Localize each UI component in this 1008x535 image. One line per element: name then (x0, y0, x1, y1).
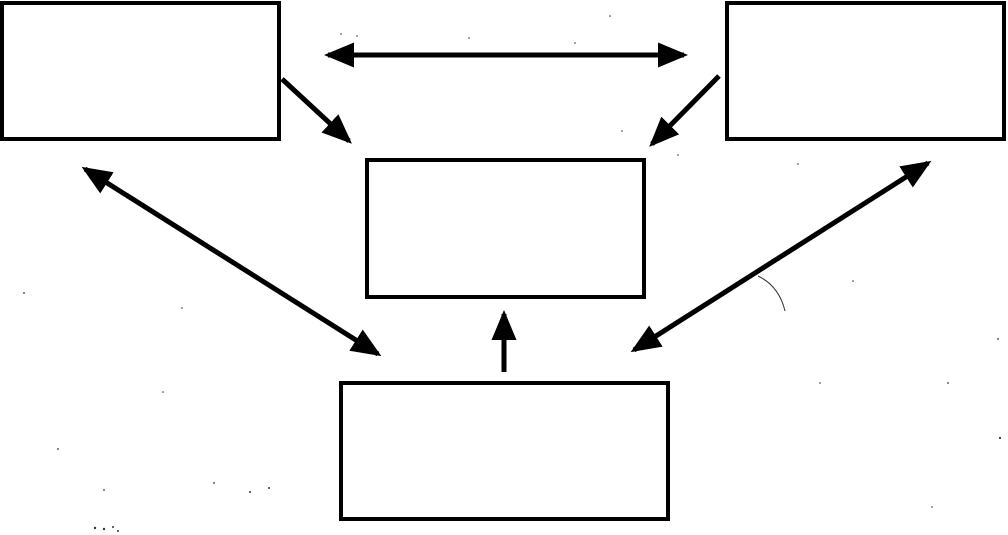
box-bottom (339, 381, 670, 521)
box-top-right (725, 1, 1006, 141)
arrow-top-left-to-center (280, 77, 352, 144)
arrow-top-right-to-center (649, 74, 721, 147)
arrow-top-left-bottom (81, 166, 382, 357)
box-top-left (0, 1, 281, 141)
box-center (365, 158, 646, 299)
scan-noise (23, 15, 1002, 532)
arrow-top-right-bottom (630, 160, 932, 353)
